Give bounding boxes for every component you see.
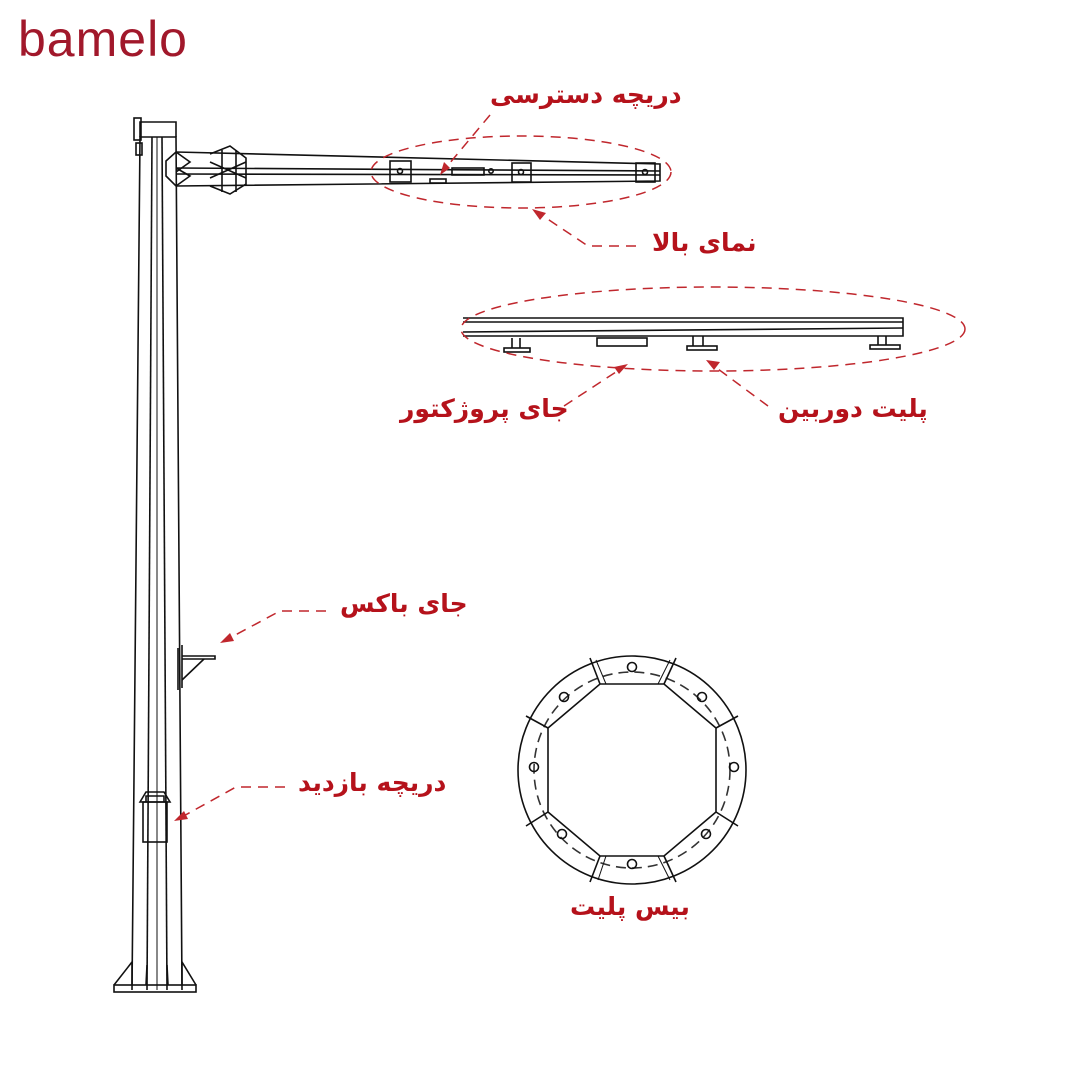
label-box-mount: جای باکس [340, 589, 468, 618]
label-top-view: نمای بالا [652, 228, 757, 257]
label-base-plate: بیس پلیت [570, 892, 690, 921]
access-hatch-arrow [440, 162, 450, 175]
label-projector-mount: جای پروژکتور [400, 394, 569, 423]
box-mount-arrow [220, 633, 234, 643]
top-view-arrow [532, 209, 546, 220]
projector-arrow [614, 364, 628, 374]
access-hatch-leader [443, 114, 491, 171]
label-camera-plate: پلیت دوربین [778, 394, 928, 423]
label-inspection-hatch: دریچه بازدید [298, 768, 447, 797]
box-mount-leader [225, 610, 326, 641]
base-plate [517, 655, 747, 885]
inspection-hatch-arrow [174, 811, 188, 821]
top-view-leader [539, 213, 636, 247]
logo: bamelo [18, 11, 188, 67]
inspection-hatch-leader [179, 786, 285, 819]
pole-arm [165, 145, 661, 195]
camera-plate-leader [713, 365, 769, 407]
projector-leader [563, 367, 623, 407]
pole-base [113, 959, 197, 993]
top-view-ellipse [370, 135, 672, 209]
box-mount [177, 645, 216, 690]
label-access-hatch: دریچه دسترسی [490, 80, 682, 109]
camera-plate-arrow [706, 360, 720, 370]
inspection-hatch [138, 791, 172, 843]
arm-side-view [462, 317, 904, 353]
pole-shaft [131, 117, 183, 991]
side-view-ellipse [460, 286, 966, 372]
